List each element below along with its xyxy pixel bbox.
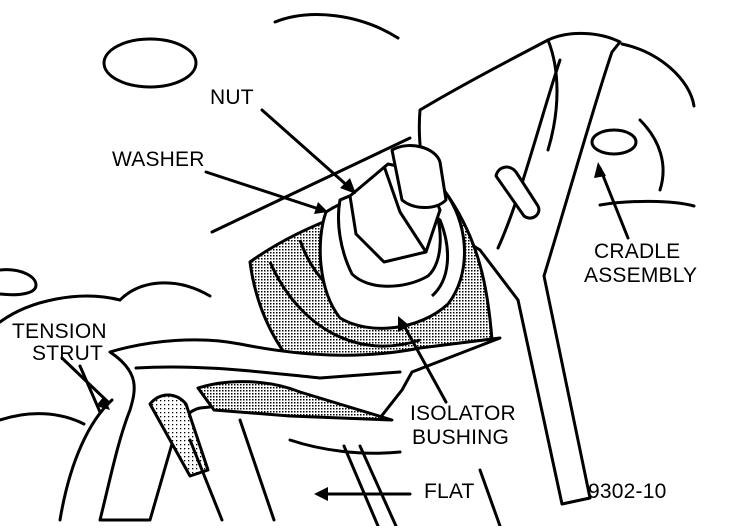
upper-body-diagonal [210, 136, 412, 234]
cradle-assembly-label-line2: ASSEMBLY [584, 264, 698, 287]
strut-inner-top [134, 365, 402, 380]
cradle-hole [590, 128, 638, 156]
washer-label: WASHER [112, 148, 205, 171]
cradle-rim [546, 38, 559, 152]
lower-line-3 [342, 444, 380, 528]
top-curve [273, 13, 400, 40]
nut-stud [390, 144, 448, 209]
cradle-arrowhead [594, 162, 606, 178]
cradle-assembly-label-line1: CRADLE [594, 240, 681, 263]
lower-line-4 [358, 444, 398, 528]
tension-arrowhead [96, 396, 110, 410]
isolator-arrowhead [398, 316, 410, 332]
flat-underside [288, 438, 402, 455]
isolator-bushing-label-line1: ISOLATOR [410, 402, 516, 425]
cradle-leader [598, 166, 630, 240]
upper-body-edge [0, 294, 122, 324]
lower-line-1 [0, 412, 86, 426]
flat-surface-2 [188, 438, 224, 522]
flat-label: FLAT [424, 480, 475, 503]
oval-hole-left [0, 268, 38, 297]
isolator-bushing-label-line2: BUSHING [412, 426, 510, 449]
cradle-slot [494, 165, 541, 220]
lower-line-2 [118, 281, 212, 302]
flat-surface [238, 418, 276, 522]
tension-strut-leader-1 [78, 364, 102, 414]
right-arc-inner [638, 118, 665, 192]
oval-hole-top [102, 37, 198, 89]
isolator-leader [400, 320, 448, 404]
nut-flat [382, 165, 428, 253]
nut-label: NUT [210, 86, 254, 109]
right-edge [598, 199, 696, 208]
nut-arrowhead [340, 178, 356, 194]
cradle-inner-edge [496, 58, 562, 250]
bushing-ring-outer [268, 261, 421, 348]
strut-flat [196, 380, 394, 422]
tension-strut-label-line2: STRUT [32, 342, 103, 365]
strut-end [148, 393, 210, 478]
flat-arrowhead [314, 487, 328, 501]
lower-line-5 [478, 468, 502, 528]
nut-leader [260, 108, 352, 190]
washer-leader [204, 170, 324, 212]
figure-number: 9302-10 [588, 480, 667, 503]
washer-arrowhead [314, 202, 328, 214]
right-arc [620, 42, 696, 108]
tension-strut-leader-2 [60, 356, 110, 404]
tension-strut-label-line1: TENSION [12, 320, 107, 343]
